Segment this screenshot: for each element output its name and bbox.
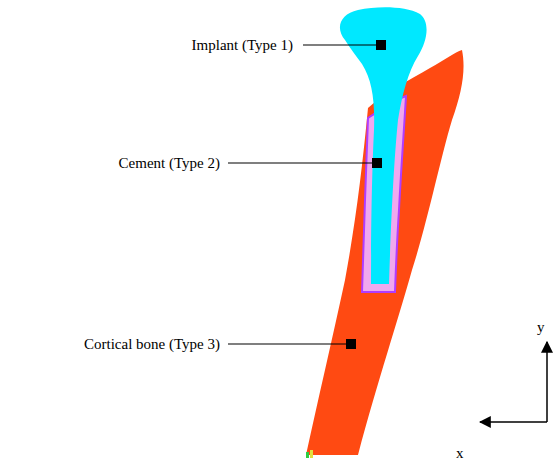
y-axis [546,342,548,422]
part-label: Cortical bone (Type 3) [84,335,220,353]
leader-dot [372,158,382,168]
implant-stem [340,7,427,284]
part-label: Cement (Type 2) [119,154,220,172]
origin-mark [310,450,313,458]
leader-line [303,44,381,45]
axis-label: y [537,318,545,336]
leader-line [228,162,377,163]
part-label: Implant (Type 1) [192,36,293,54]
leader-dot [346,339,356,349]
axis-label: x [456,444,464,462]
origin-mark [306,452,309,458]
leader-dot [376,40,386,50]
x-axis [480,421,547,423]
leader-line [228,343,351,344]
